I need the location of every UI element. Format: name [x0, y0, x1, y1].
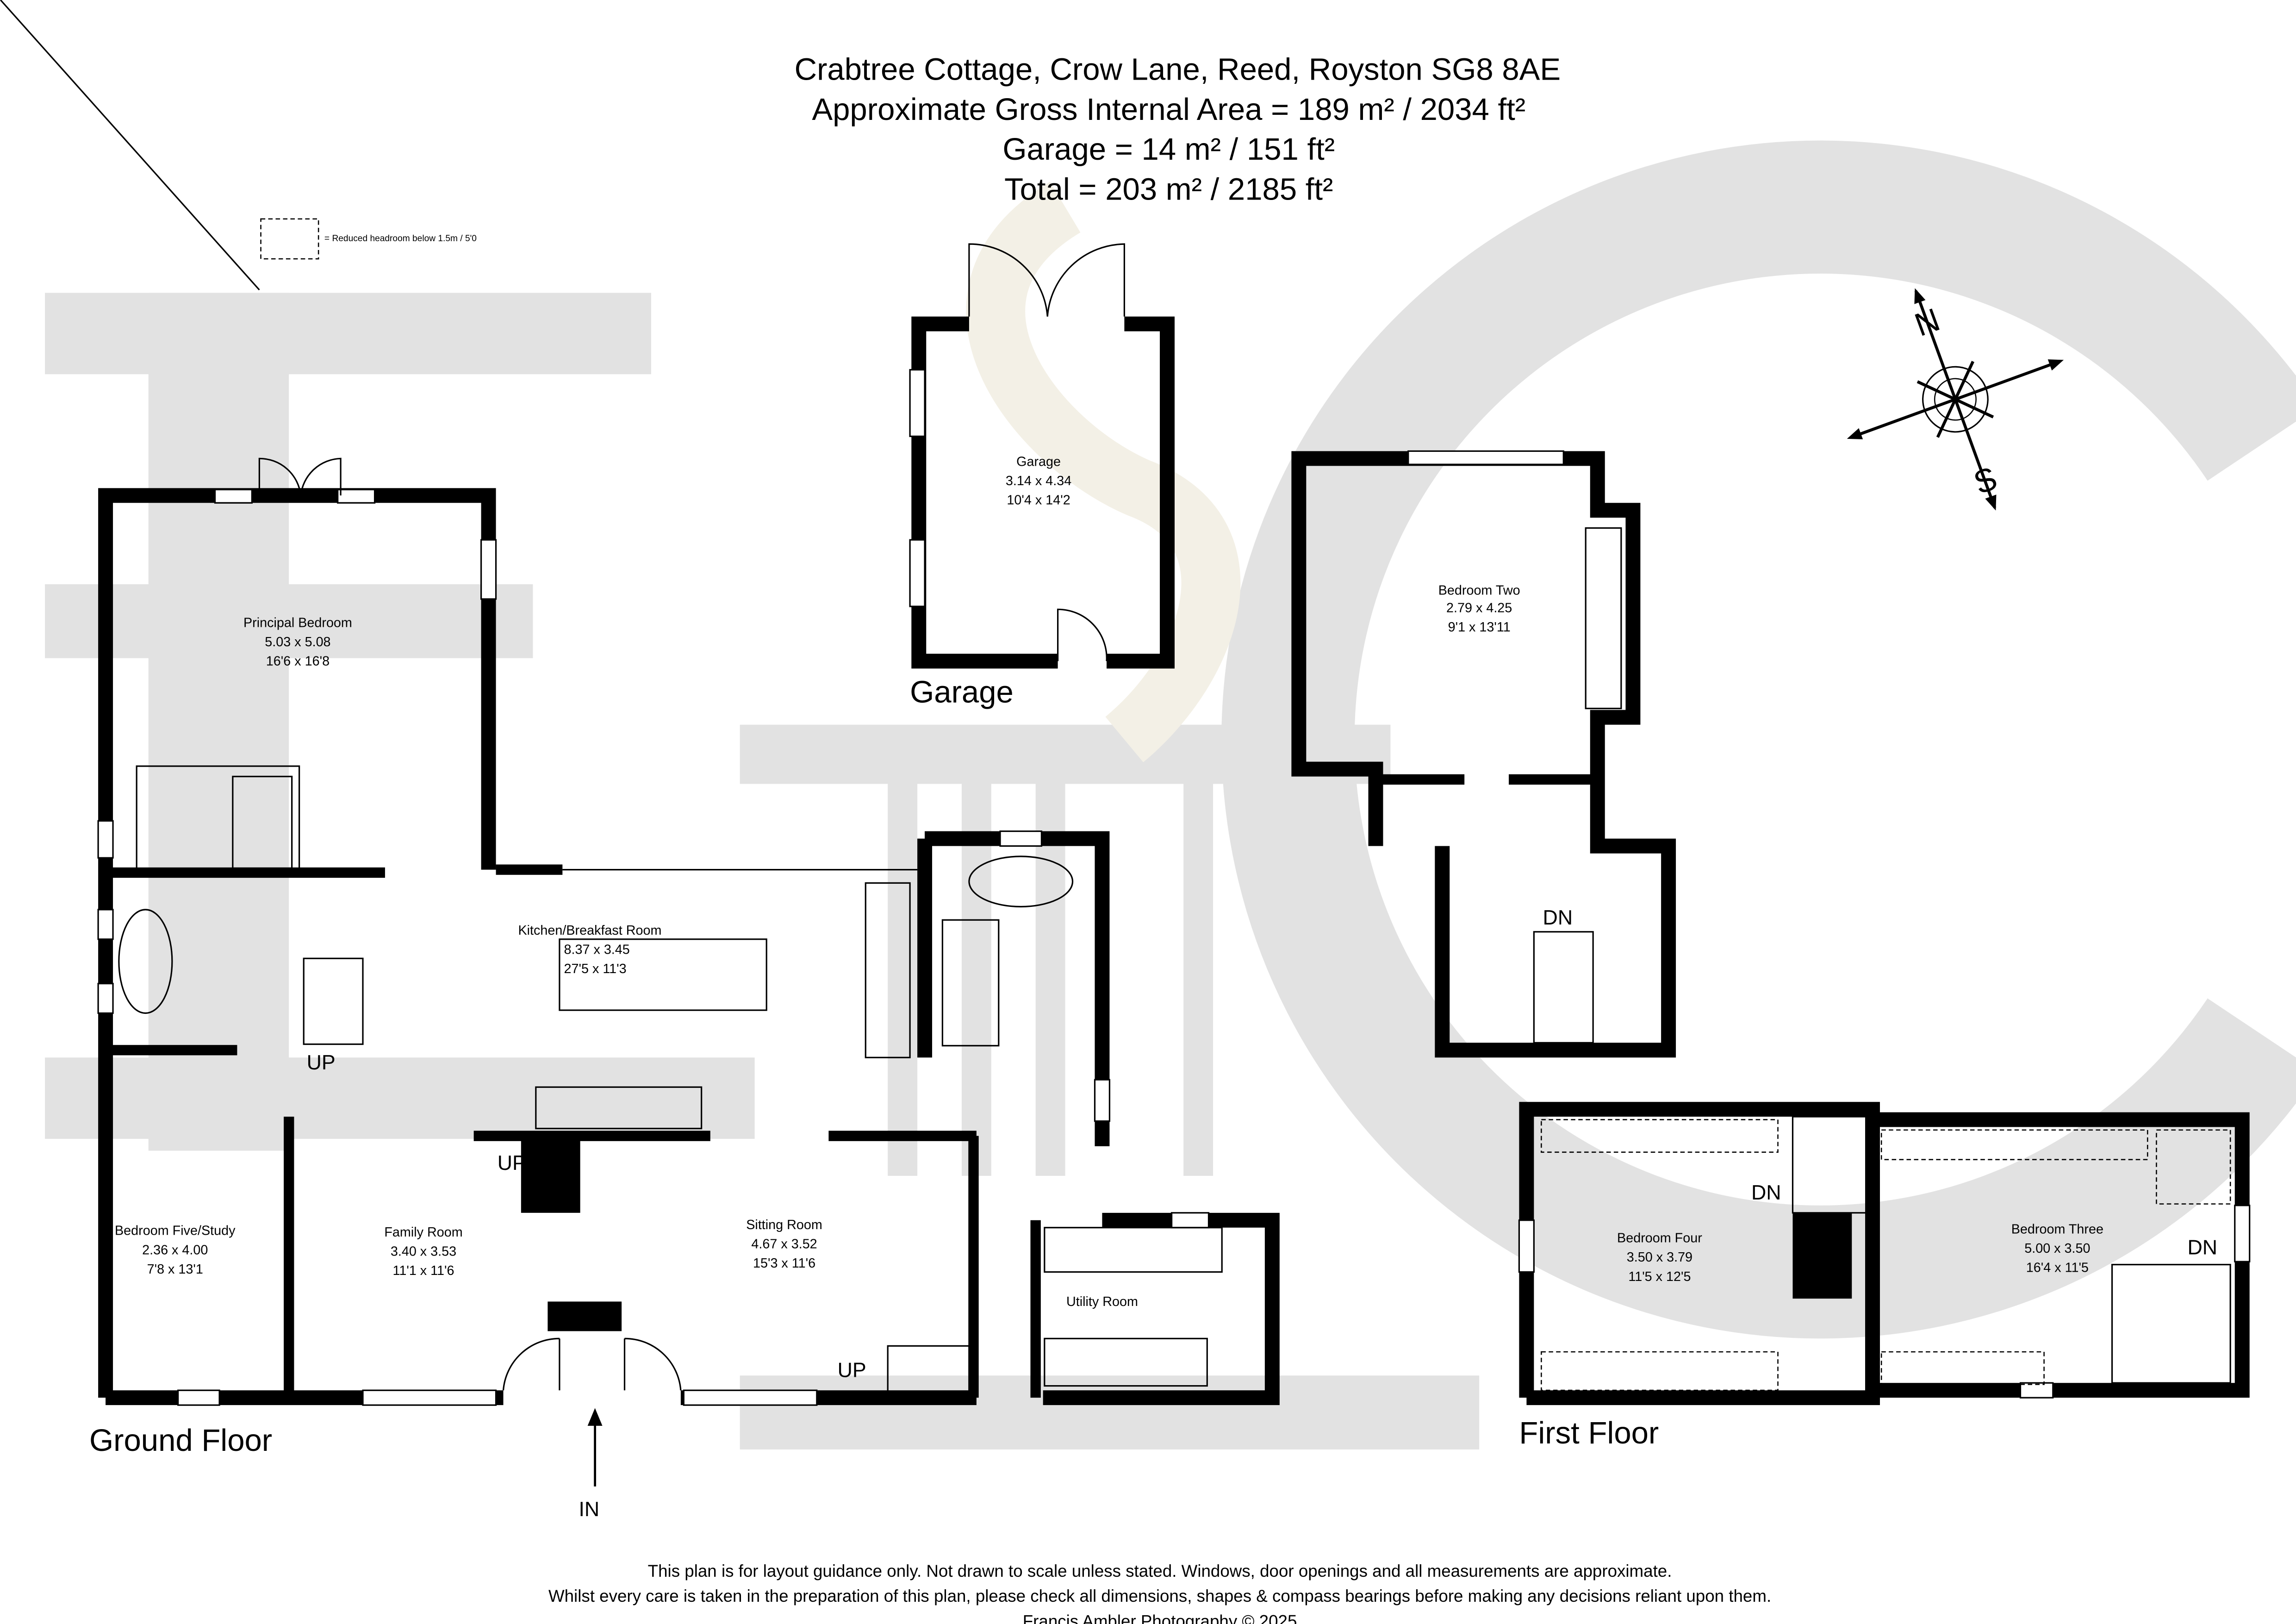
disclaimer-line-1: This plan is for layout guidance only. N…	[648, 1562, 1672, 1580]
floor-label-first: First Floor	[1519, 1416, 1659, 1450]
stair-up-label: UP	[838, 1359, 866, 1381]
room-name-family-room: Family Room	[384, 1225, 462, 1240]
stair-up-label: UP	[498, 1152, 526, 1174]
disclaimer-line-2: Whilst every care is taken in the prepar…	[548, 1587, 1771, 1605]
room-imperial-bedroom-three: 16'4 x 11'5	[2026, 1261, 2089, 1275]
room-name-sitting-room: Sitting Room	[746, 1218, 822, 1232]
stair-down-label: DN	[2188, 1236, 2218, 1259]
ground-floor-plan	[0, 0, 1280, 1487]
entrance-label: IN	[579, 1498, 599, 1521]
room-name-principal-bedroom: Principal Bedroom	[243, 616, 352, 631]
floor-label-ground: Ground Floor	[89, 1423, 272, 1458]
headroom-legend-swatch	[260, 218, 319, 260]
stair-up-label: UP	[307, 1051, 336, 1074]
watermark-logo	[45, 140, 2296, 1450]
floor-label-garage: Garage	[910, 675, 1014, 710]
room-name-bedroom-five: Bedroom Five/Study	[115, 1224, 236, 1238]
room-metric-bedroom-three: 5.00 x 3.50	[2024, 1241, 2090, 1256]
headroom-legend-label: = Reduced headroom below 1.5m / 5'0	[324, 234, 477, 244]
room-name-bedroom-four: Bedroom Four	[1617, 1231, 1702, 1246]
garage-plan	[909, 243, 1175, 669]
compass-north: N	[1910, 301, 1945, 344]
garage-area: Garage = 14 m² / 151 ft²	[1002, 132, 1335, 167]
room-name-utility-room: Utility Room	[1066, 1294, 1138, 1309]
compass-south: S	[1969, 459, 2002, 501]
photographer-credit: Francis Ambler Photography © 2025	[1023, 1612, 1297, 1624]
address-title: Crabtree Cottage, Crow Lane, Reed, Royst…	[795, 52, 1561, 87]
room-imperial-family-room: 11'1 x 11'6	[392, 1263, 454, 1278]
room-name-garage: Garage	[1016, 454, 1061, 469]
room-imperial-garage: 10'4 x 14'2	[1007, 493, 1070, 507]
room-imperial-bedroom-five: 7'8 x 13'1	[147, 1262, 203, 1277]
room-imperial-principal-bedroom: 16'6 x 16'8	[266, 654, 330, 669]
stair-down-label: DN	[1751, 1181, 1781, 1204]
room-metric-bedroom-five: 2.36 x 4.00	[142, 1243, 208, 1257]
first-floor-plan	[1291, 450, 2251, 1405]
room-metric-family-room: 3.40 x 3.53	[391, 1244, 456, 1259]
total-area: Total = 203 m² / 2185 ft²	[1004, 172, 1333, 206]
room-metric-sitting-room: 4.67 x 3.52	[751, 1237, 817, 1251]
gross-area: Approximate Gross Internal Area = 189 m²…	[812, 92, 1525, 127]
room-metric-principal-bedroom: 5.03 x 5.08	[265, 635, 330, 650]
room-metric-kitchen: 8.37 x 3.45	[564, 943, 630, 957]
room-imperial-kitchen: 27'5 x 11'3	[564, 962, 627, 976]
room-name-bedroom-two: Bedroom Two	[1438, 583, 1520, 598]
room-metric-bedroom-two: 2.79 x 4.25	[1446, 601, 1512, 616]
stair-down-label: DN	[1543, 906, 1573, 929]
room-name-kitchen: Kitchen/Breakfast Room	[518, 923, 661, 938]
room-metric-garage: 3.14 x 4.34	[1006, 474, 1071, 488]
room-name-bedroom-three: Bedroom Three	[2011, 1222, 2103, 1237]
room-metric-bedroom-four: 3.50 x 3.79	[1627, 1250, 1692, 1265]
room-imperial-bedroom-four: 11'5 x 12'5	[1628, 1269, 1691, 1284]
room-imperial-sitting-room: 15'3 x 11'6	[753, 1256, 815, 1271]
room-imperial-bedroom-two: 9'1 x 13'11	[1448, 620, 1511, 635]
